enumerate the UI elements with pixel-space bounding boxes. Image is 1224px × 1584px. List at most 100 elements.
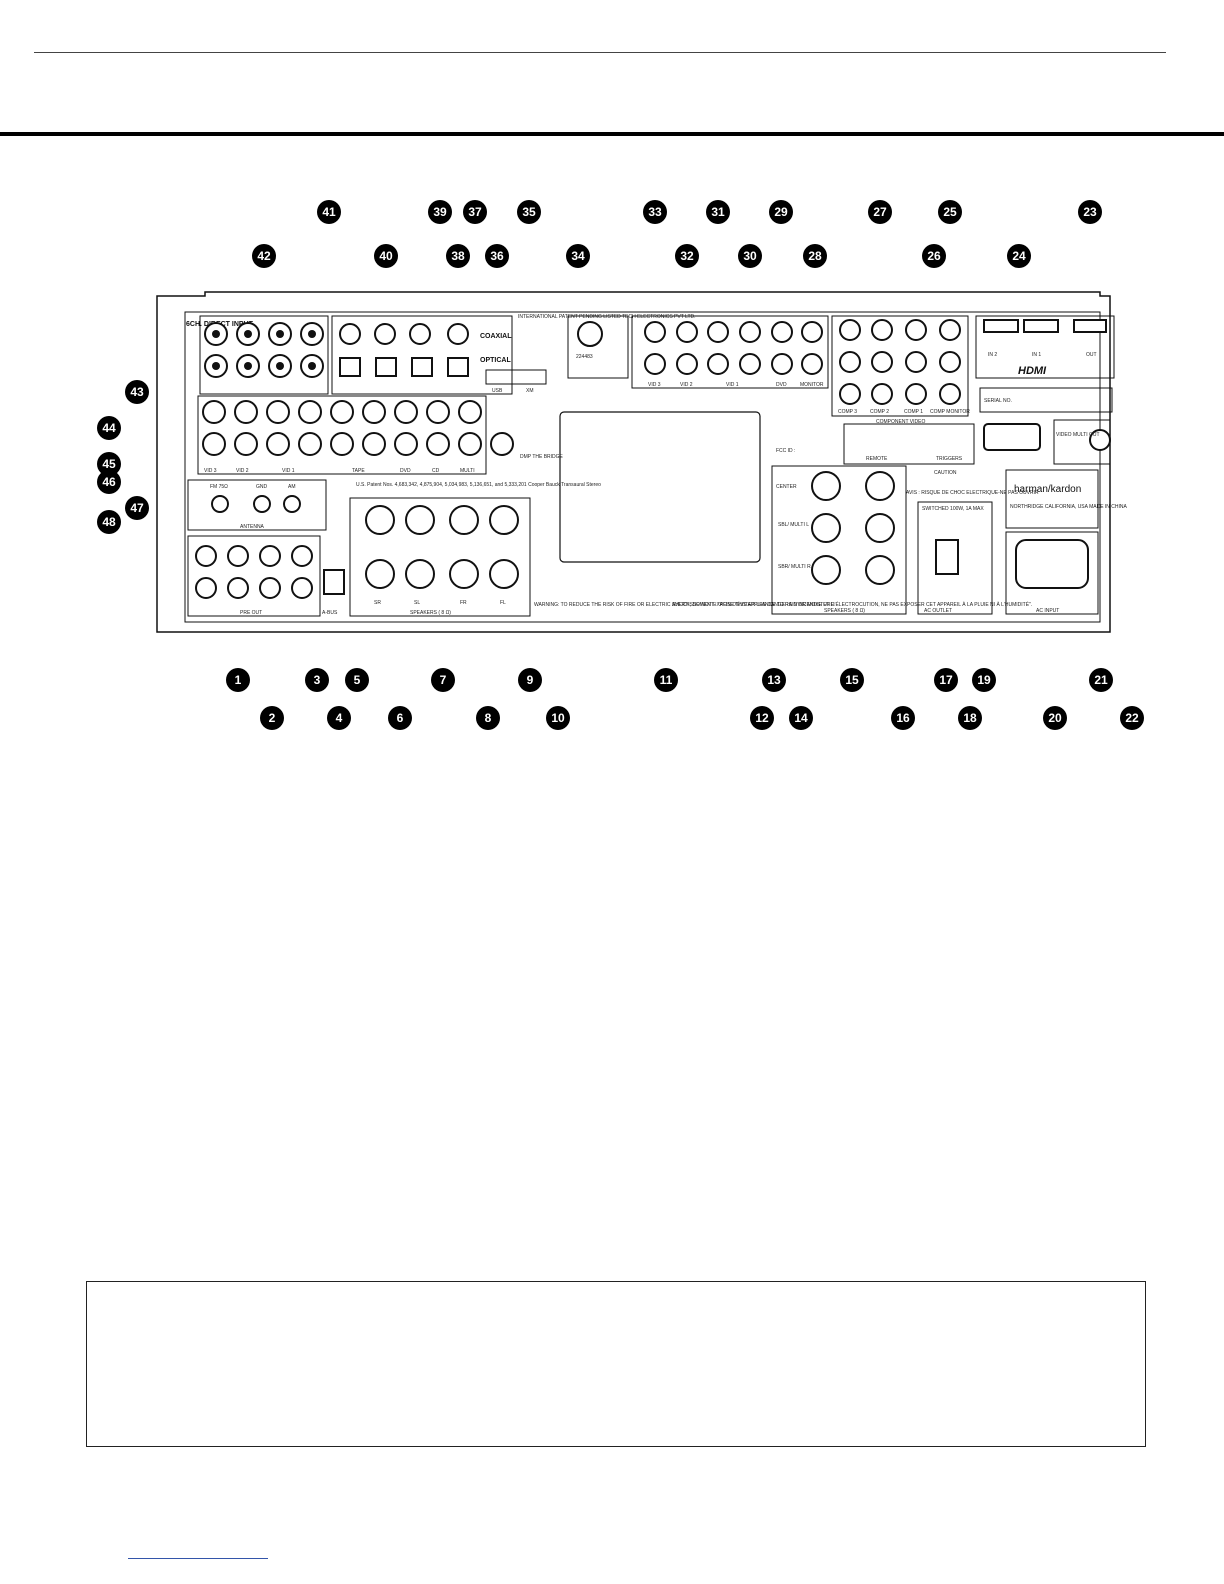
callout-34: 34 [571,249,585,263]
callout-43: 43 [130,385,144,399]
callout-32: 32 [680,249,694,263]
vid1-top-label: VID 1 [726,382,739,388]
callout-14-circle [789,706,813,730]
callout-38: 38 [451,249,465,263]
callout-35: 35 [522,205,536,219]
vid2-top-label: VID 2 [680,382,693,388]
callout-45-circle [97,452,121,476]
callout-23-circle [1078,200,1102,224]
callout-48-circle [97,510,121,534]
callout-21: 21 [1094,673,1108,687]
sr-label: SR [374,600,381,606]
sbr-label: SBR/ MULTI R [778,564,811,570]
callout-48: 48 [102,515,116,529]
fr-label: FR [460,600,467,606]
callout-13: 13 [767,673,781,687]
speakers-label: SPEAKERS ( 8 Ω) [410,610,451,616]
callout-24: 24 [1012,249,1026,263]
callout-36-circle [485,244,509,268]
callout-1-circle [226,668,250,692]
callout-8-circle [476,706,500,730]
callout-34-circle [566,244,590,268]
callout-37: 37 [468,205,482,219]
callout-12: 12 [755,711,769,725]
callout-1: 1 [235,673,242,687]
callout-46: 46 [102,475,116,489]
callout-28-circle [803,244,827,268]
vid1-label: VID 1 [282,468,295,474]
callout-31-circle [706,200,730,224]
callout-6: 6 [397,711,404,725]
callout-36: 36 [490,249,504,263]
callout-33: 33 [648,205,662,219]
speakers-left-block: SR SL FR FL SPEAKERS ( 8 Ω) [349,497,531,617]
csa-code: 224483 [576,354,593,360]
callout-15-circle [840,668,864,692]
vid3-top-label: VID 3 [648,382,661,388]
remote-triggers-block: REMOTE TRIGGERS FCC ID : [776,423,975,465]
callout-7: 7 [440,673,447,687]
callout-42-circle [252,244,276,268]
caution-label: CAUTION [934,470,957,476]
speakers-right-label: SPEAKERS ( 8 Ω) [824,608,865,614]
video-multi-out-label: VIDEO MULTI OUT [1056,432,1100,438]
callout-26: 26 [927,249,941,263]
hdmi-block: IN 2 IN 1 OUT HDMI SERIAL NO. [975,315,1115,413]
callout-14: 14 [794,711,808,725]
callout-44: 44 [102,421,116,435]
callout-40: 40 [379,249,393,263]
info-box [86,1281,1146,1447]
component-video-block: COMP 3 COMP 2 COMP 1 COMP MONITOR COMPON… [831,315,970,425]
dvd-top-label: DVD [776,382,787,388]
callout-12-circle [750,706,774,730]
vid2-label: VID 2 [236,468,249,474]
callout-41-circle [317,200,341,224]
callout-47: 47 [130,501,144,515]
callout-39: 39 [433,205,447,219]
callout-3-circle [305,668,329,692]
component-video-label: COMPONENT VIDEO [876,419,925,425]
dmp-label: DMP THE BRIDGE [520,454,564,460]
antenna-label: ANTENNA [240,524,265,530]
callout-39-circle [428,200,452,224]
callout-25: 25 [943,205,957,219]
callout-35-circle [517,200,541,224]
csa-mark: 224483 [567,315,629,379]
callout-5: 5 [354,673,361,687]
callout-29: 29 [774,205,788,219]
callout-23: 23 [1083,205,1097,219]
callout-38-circle [446,244,470,268]
comp-monitor-label: COMP MONITOR [930,409,970,415]
triggers-label: TRIGGERS [936,456,963,462]
callout-22: 22 [1125,711,1139,725]
am-label: AM [288,484,296,490]
switched-label: SWITCHED 100W, 1A MAX [922,506,984,512]
callout-20-circle [1043,706,1067,730]
callout-7-circle [431,668,455,692]
comp2-label: COMP 2 [870,409,889,415]
fcc-label: FCC ID : [776,448,795,454]
callout-5-circle [345,668,369,692]
callout-9: 9 [527,673,534,687]
callout-11-circle [654,668,678,692]
callout-4-circle [327,706,351,730]
coaxial-label: COAXIAL [480,333,512,340]
coaxial-optical-block: COAXIAL OPTICAL USB XM INTERNATIONAL PAT… [331,314,696,395]
callout-10-circle [546,706,570,730]
comp1-label: COMP 1 [904,409,923,415]
hdmi-in1-label: IN 1 [1032,352,1041,358]
callout-17-circle [934,668,958,692]
callout-15: 15 [845,673,859,687]
callout-33-circle [643,200,667,224]
brand-logo: harman/kardon [1014,484,1081,495]
callout-10: 10 [551,711,565,725]
antenna-block: FM 75Ω GND AM ANTENNA [187,479,327,531]
rear-panel-diagram: 6CH. DIRECT INPUT COAXIAL OPTICAL USB XM… [97,200,1144,730]
speakers-right-block: CENTER SBL/ MULTI L SBR/ MULTI R SPEAKER… [771,465,907,615]
monitor-label: MONITOR [800,382,824,388]
callout-4: 4 [336,711,343,725]
callout-28: 28 [808,249,822,263]
callout-3: 3 [314,673,321,687]
comp3-label: COMP 3 [838,409,857,415]
